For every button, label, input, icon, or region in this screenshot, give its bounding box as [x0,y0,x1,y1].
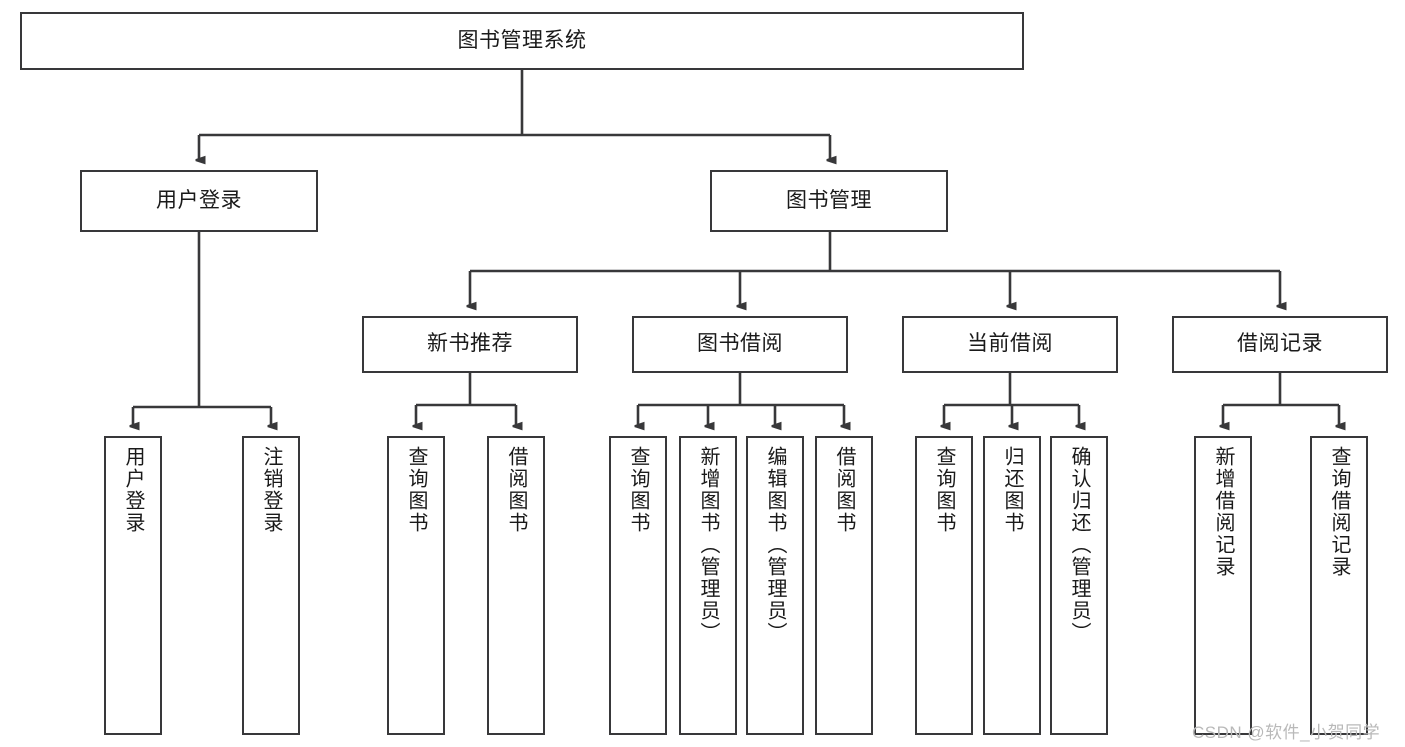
node-leaf-edit-book-admin-label: 编辑图书（管理员） [764,446,786,644]
node-book-manage[interactable]: 图书管理 [710,170,948,232]
node-leaf-confirm-return-admin[interactable]: 确认归还（管理员） [1050,436,1108,735]
node-book-manage-label: 图书管理 [786,188,872,212]
node-borrow-record-label: 借阅记录 [1237,332,1323,356]
node-root-label: 图书管理系统 [457,28,587,52]
node-leaf-user-logout-label: 注销登录 [260,446,282,534]
node-new-book-recommend-label: 新书推荐 [427,332,513,356]
node-leaf-user-logout[interactable]: 注销登录 [242,436,300,735]
node-leaf-add-book-admin[interactable]: 新增图书（管理员） [679,436,737,735]
node-leaf-query-borrow-record-label: 查询借阅记录 [1328,446,1350,578]
node-book-borrow-label: 图书借阅 [697,332,783,356]
node-new-book-recommend[interactable]: 新书推荐 [362,316,578,373]
node-user-login-label: 用户登录 [156,188,242,212]
node-root[interactable]: 图书管理系统 [20,12,1024,70]
node-leaf-add-borrow-record-label: 新增借阅记录 [1212,446,1234,578]
node-leaf-borrow-book[interactable]: 借阅图书 [815,436,873,735]
node-leaf-query-book-recommend-label: 查询图书 [405,446,427,534]
node-leaf-confirm-return-admin-label: 确认归还（管理员） [1068,446,1090,644]
node-user-login[interactable]: 用户登录 [80,170,318,232]
node-leaf-borrow-book-label: 借阅图书 [833,446,855,534]
node-leaf-add-book-admin-label: 新增图书（管理员） [697,446,719,644]
node-leaf-return-book-label: 归还图书 [1001,446,1023,534]
node-leaf-borrow-book-recommend[interactable]: 借阅图书 [487,436,545,735]
node-leaf-borrow-book-recommend-label: 借阅图书 [505,446,527,534]
node-leaf-query-book-current-label: 查询图书 [933,446,955,534]
node-borrow-record[interactable]: 借阅记录 [1172,316,1388,373]
node-leaf-return-book[interactable]: 归还图书 [983,436,1041,735]
node-leaf-edit-book-admin[interactable]: 编辑图书（管理员） [746,436,804,735]
node-current-borrow-label: 当前借阅 [967,332,1053,356]
node-leaf-user-login[interactable]: 用户登录 [104,436,162,735]
node-leaf-query-book-current[interactable]: 查询图书 [915,436,973,735]
node-leaf-query-book-recommend[interactable]: 查询图书 [387,436,445,735]
node-leaf-user-login-label: 用户登录 [122,446,144,534]
node-current-borrow[interactable]: 当前借阅 [902,316,1118,373]
node-leaf-query-book-borrow[interactable]: 查询图书 [609,436,667,735]
node-book-borrow[interactable]: 图书借阅 [632,316,848,373]
csdn-watermark: CSDN @软件_小贺同学 [1192,723,1381,742]
node-leaf-query-borrow-record[interactable]: 查询借阅记录 [1310,436,1368,735]
node-leaf-query-book-borrow-label: 查询图书 [627,446,649,534]
node-leaf-add-borrow-record[interactable]: 新增借阅记录 [1194,436,1252,735]
